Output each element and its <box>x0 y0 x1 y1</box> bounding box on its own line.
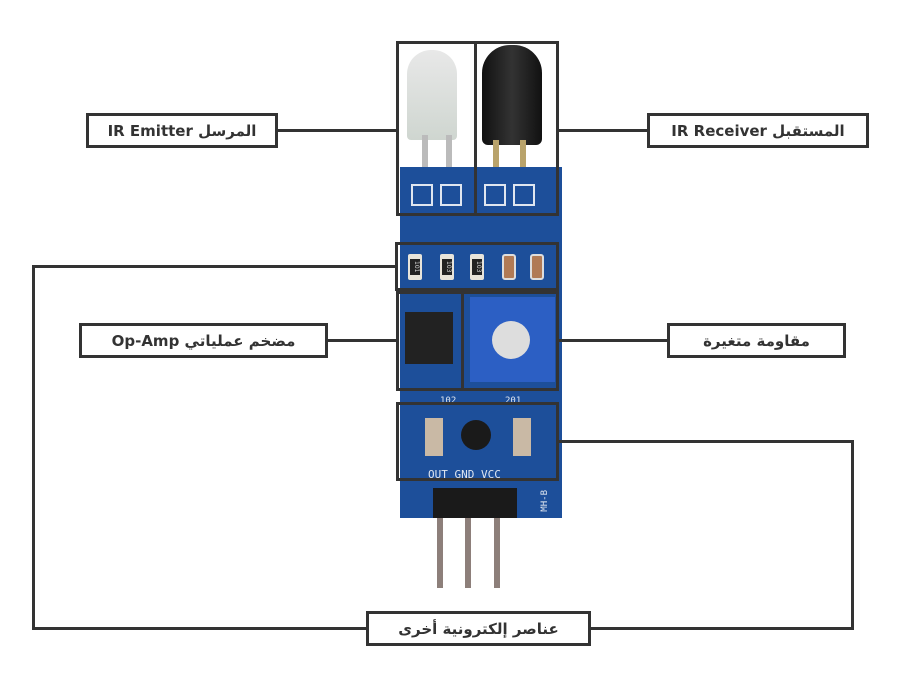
label-ir-receiver: IR Receiver المستقبل <box>647 113 869 148</box>
leds-highlight <box>396 402 559 481</box>
emitter-highlight <box>396 41 477 216</box>
label-potentiometer: مقاومة متغيرة <box>667 323 846 358</box>
pin-labels: OUT GND VCC <box>428 468 501 481</box>
ir-emitter-led <box>407 50 457 140</box>
label-op-amp: Op-Amp مضخم عملياتي <box>79 323 328 358</box>
ir-receiver-led <box>482 45 542 145</box>
receiver-highlight <box>474 41 559 216</box>
label-other-components: عناصر إلكترونية أخرى <box>366 611 591 646</box>
potentiometer-highlight <box>461 291 559 391</box>
potentiometer <box>470 297 555 382</box>
resistors-highlight <box>395 242 559 291</box>
label-ir-emitter: IR Emitter المرسل <box>86 113 278 148</box>
op-amp-highlight <box>396 291 464 391</box>
op-amp-chip <box>405 312 453 364</box>
